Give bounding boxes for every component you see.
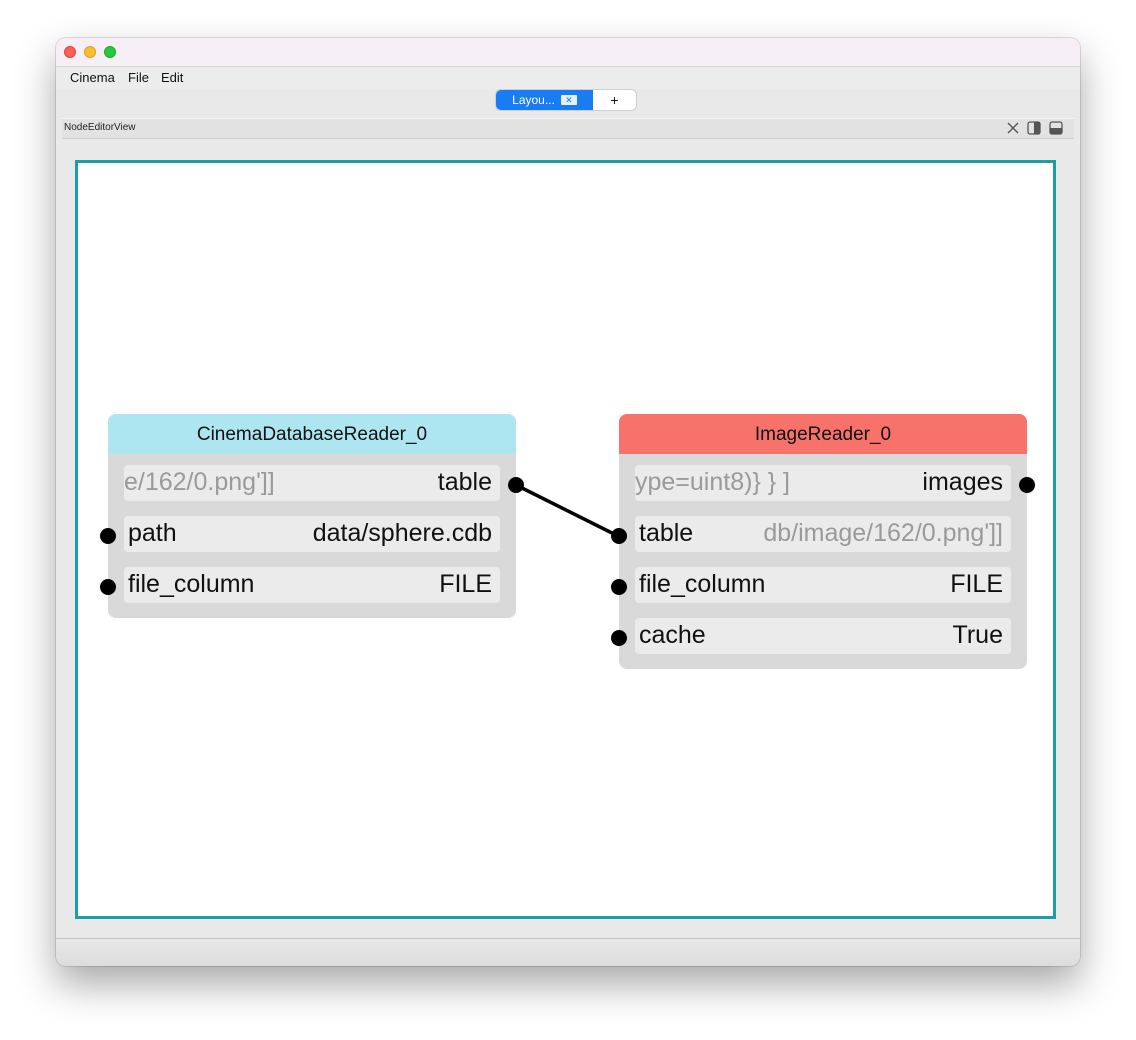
menu-file[interactable]: File <box>128 70 149 85</box>
edge-table-to-table[interactable] <box>515 483 619 538</box>
input-port-table[interactable] <box>611 528 627 544</box>
output-port-label: images <box>922 468 1003 496</box>
input-value[interactable]: True <box>952 621 1003 649</box>
view-header: NodeEditorView <box>62 118 1074 139</box>
input-port-label: path <box>128 519 177 547</box>
status-bar <box>56 938 1080 966</box>
node-input-row[interactable]: path data/sphere.cdb <box>124 516 500 552</box>
node-input-row[interactable]: file_column FILE <box>124 567 500 603</box>
output-value-preview: e/162/0.png']] <box>124 468 275 496</box>
node-header[interactable]: ImageReader_0 <box>619 414 1027 454</box>
node-input-row[interactable]: table db/image/162/0.png']] <box>635 516 1011 552</box>
input-port-cache[interactable] <box>611 630 627 646</box>
node-input-row[interactable]: cache True <box>635 618 1011 654</box>
input-port-file-column[interactable] <box>100 579 116 595</box>
output-value-preview: ype=uint8)} } ] <box>635 468 790 496</box>
node-image-reader[interactable]: ImageReader_0 ype=uint8)} } ] images tab… <box>619 414 1027 669</box>
input-port-label: table <box>639 519 694 547</box>
node-output-row: ype=uint8)} } ] images <box>635 465 1011 501</box>
minimize-window-button[interactable] <box>84 46 96 58</box>
menu-cinema[interactable]: Cinema <box>70 70 115 85</box>
node-cinema-database-reader[interactable]: CinemaDatabaseReader_0 e/162/0.png']] ta… <box>108 414 516 618</box>
layout-tab-bar: Layou... ✕ + <box>56 89 1080 111</box>
input-port-label: file_column <box>639 570 766 598</box>
input-port-label: cache <box>639 621 706 649</box>
node-output-row: e/162/0.png']] table <box>124 465 500 501</box>
output-port-images[interactable] <box>1019 477 1035 493</box>
output-port-table[interactable] <box>508 477 524 493</box>
node-input-row[interactable]: file_column FILE <box>635 567 1011 603</box>
close-view-icon[interactable] <box>1006 121 1020 135</box>
tab-layout-label: Layou... <box>512 93 555 107</box>
close-window-button[interactable] <box>64 46 76 58</box>
split-vertical-icon[interactable] <box>1049 121 1063 135</box>
node-header[interactable]: CinemaDatabaseReader_0 <box>108 414 516 454</box>
title-bar[interactable] <box>56 38 1080 67</box>
close-tab-icon[interactable]: ✕ <box>560 95 577 105</box>
menu-edit[interactable]: Edit <box>161 70 184 85</box>
menu-bar: Cinema File Edit <box>56 67 1080 89</box>
input-value-preview: db/image/162/0.png']] <box>763 519 1003 547</box>
tab-layout[interactable]: Layou... ✕ <box>496 90 593 110</box>
output-port-label: table <box>437 468 492 496</box>
input-port-path[interactable] <box>100 528 116 544</box>
input-port-label: file_column <box>128 570 255 598</box>
add-tab-button[interactable]: + <box>610 92 619 108</box>
zoom-window-button[interactable] <box>104 46 116 58</box>
input-port-file-column[interactable] <box>611 579 627 595</box>
view-title: NodeEditorView <box>64 122 136 133</box>
tab-group: Layou... ✕ + <box>496 90 636 110</box>
input-value[interactable]: data/sphere.cdb <box>312 519 492 547</box>
input-value[interactable]: FILE <box>439 570 492 598</box>
split-horizontal-icon[interactable] <box>1027 121 1041 135</box>
input-value[interactable]: FILE <box>950 570 1003 598</box>
